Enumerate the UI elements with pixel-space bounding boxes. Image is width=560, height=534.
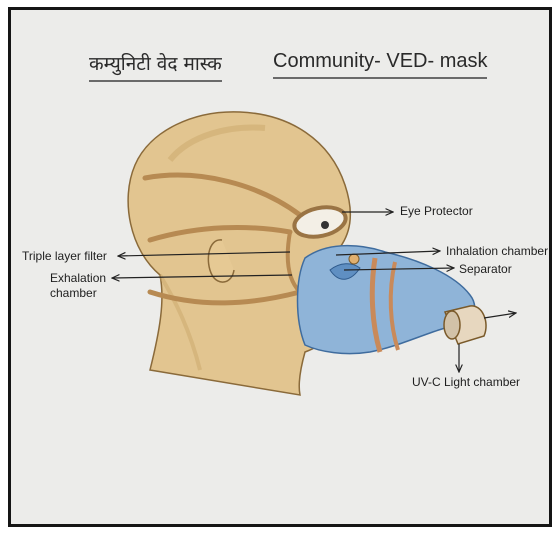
label-eye-protector: Eye Protector [400, 204, 473, 218]
label-triple-layer-filter: Triple layer filter [22, 249, 107, 263]
label-uvc-light-chamber: UV-C Light chamber [412, 375, 520, 389]
uvc-chamber-drawing [444, 306, 486, 344]
label-inhalation-chamber: Inhalation chamber [446, 244, 548, 258]
label-exhalation-chamber-line1: Exhalation [50, 271, 106, 285]
label-separator: Separator [459, 262, 512, 276]
label-exhalation-chamber-line2: chamber [50, 286, 97, 300]
